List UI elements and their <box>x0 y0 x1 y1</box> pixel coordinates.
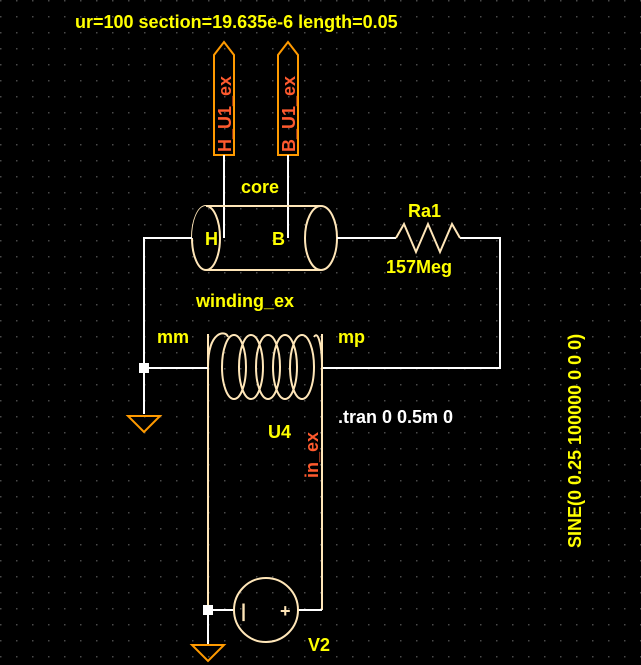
winding-pin-mm: mm <box>157 327 189 347</box>
resistor-value: 157Meg <box>386 257 452 277</box>
winding-name: winding_ex <box>195 291 294 311</box>
tran-directive[interactable]: .tran 0 0.5m 0 <box>338 407 453 427</box>
ground-symbol-top[interactable] <box>125 415 163 434</box>
parameter-directive[interactable]: ur=100 section=19.635e-6 length=0.05 <box>75 12 398 32</box>
source-minus-sign: | <box>241 601 246 621</box>
wire-resistor-to-mp[interactable] <box>322 237 501 369</box>
source-value[interactable]: SINE(0 0.25 100000 0 0 0) <box>565 334 585 548</box>
winding-instance: U4 <box>268 422 291 442</box>
source-name: V2 <box>308 635 330 655</box>
ground-symbol-bottom[interactable] <box>189 644 227 663</box>
port-b-u1-ex-label: B_U1_ex <box>279 76 299 152</box>
core-name: core <box>241 177 279 197</box>
winding-pin-mp: mp <box>338 327 365 347</box>
net-in-ex[interactable]: in_ex <box>302 432 322 478</box>
wire-left-core-to-mm[interactable] <box>143 237 192 368</box>
resistor-name: Ra1 <box>408 201 441 221</box>
port-b-u1-ex[interactable]: B_U1_ex <box>277 40 299 156</box>
core-pin-b: B <box>272 229 285 249</box>
source-plus-sign: + <box>280 601 291 621</box>
winding-coil[interactable] <box>207 332 323 610</box>
core-pin-h: H <box>205 229 218 249</box>
port-h-u1-ex[interactable]: H_U1_ex <box>213 40 235 156</box>
port-h-u1-ex-label: H_U1_ex <box>215 76 235 152</box>
voltage-source-v2[interactable]: | + <box>233 577 299 643</box>
resistor-ra1[interactable] <box>395 221 461 255</box>
